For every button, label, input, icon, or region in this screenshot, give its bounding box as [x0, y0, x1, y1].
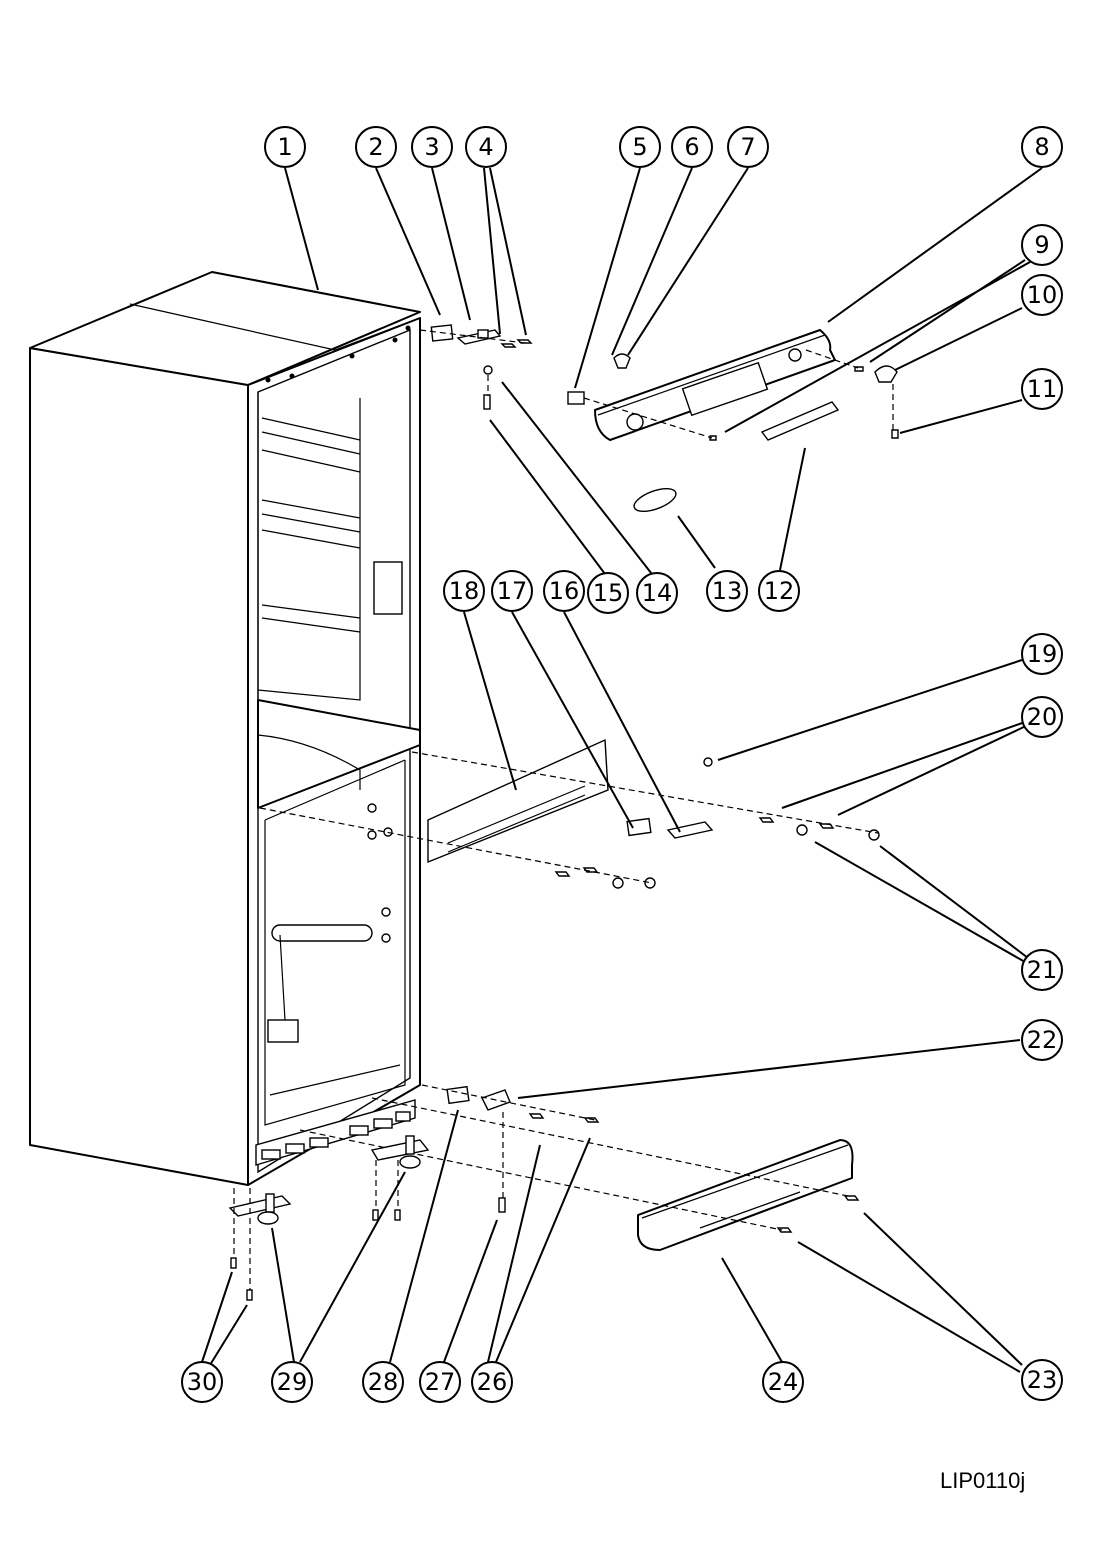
svg-text:5: 5	[632, 133, 647, 161]
callout-1: 1	[264, 126, 306, 168]
svg-text:2: 2	[368, 133, 383, 161]
svg-text:30: 30	[187, 1368, 218, 1396]
callout-2: 2	[355, 126, 397, 168]
svg-text:1: 1	[277, 133, 292, 161]
callout-15: 15	[587, 572, 629, 614]
svg-text:29: 29	[277, 1368, 308, 1396]
svg-text:11: 11	[1027, 375, 1058, 403]
svg-text:22: 22	[1027, 1026, 1058, 1054]
svg-text:12: 12	[764, 577, 795, 605]
svg-text:17: 17	[497, 577, 528, 605]
callout-19: 19	[1021, 633, 1063, 675]
svg-text:21: 21	[1027, 956, 1058, 984]
callout-28: 28	[362, 1361, 404, 1403]
svg-text:15: 15	[593, 579, 624, 607]
callout-11: 11	[1021, 368, 1063, 410]
callout-22: 22	[1021, 1019, 1063, 1061]
callout-12: 12	[758, 570, 800, 612]
middle-hinge-assembly	[259, 738, 880, 889]
svg-text:7: 7	[740, 133, 755, 161]
callout-10: 10	[1021, 274, 1063, 316]
callout-14: 14	[636, 572, 678, 614]
callout-16: 16	[543, 570, 585, 612]
callout-20: 20	[1021, 696, 1063, 738]
callout-6: 6	[671, 126, 713, 168]
svg-text:16: 16	[549, 577, 580, 605]
svg-text:28: 28	[368, 1368, 399, 1396]
svg-text:19: 19	[1027, 640, 1058, 668]
svg-text:20: 20	[1027, 703, 1058, 731]
callout-8: 8	[1021, 126, 1063, 168]
callout-17: 17	[491, 570, 533, 612]
callout-5: 5	[619, 126, 661, 168]
callout-30: 30	[181, 1361, 223, 1403]
svg-text:23: 23	[1027, 1366, 1058, 1394]
callout-18: 18	[443, 570, 485, 612]
callout-4: 4	[465, 126, 507, 168]
callout-27: 27	[419, 1361, 461, 1403]
svg-text:26: 26	[477, 1368, 508, 1396]
svg-text:6: 6	[684, 133, 699, 161]
callout-26: 26	[471, 1361, 513, 1403]
refrigerator-cabinet	[29, 271, 421, 1186]
callout-24: 24	[762, 1361, 804, 1403]
callout-21: 21	[1021, 949, 1063, 991]
top-trim-assembly	[567, 329, 899, 513]
svg-text:8: 8	[1034, 133, 1049, 161]
svg-text:3: 3	[424, 133, 439, 161]
svg-text:24: 24	[768, 1368, 799, 1396]
callout-7: 7	[727, 126, 769, 168]
svg-text:10: 10	[1027, 281, 1058, 309]
lower-hinge-and-base	[228, 1084, 860, 1301]
callout-13: 13	[706, 570, 748, 612]
callout-9: 9	[1021, 224, 1063, 266]
callout-3: 3	[411, 126, 453, 168]
svg-text:13: 13	[712, 577, 743, 605]
callout-29: 29	[271, 1361, 313, 1403]
svg-text:14: 14	[642, 579, 673, 607]
svg-text:4: 4	[478, 133, 493, 161]
svg-text:27: 27	[425, 1368, 456, 1396]
leader-lines	[201, 167, 1043, 1373]
svg-text:18: 18	[449, 577, 480, 605]
drawing-code-label: LIP0110j	[940, 1468, 1026, 1493]
callout-23: 23	[1021, 1359, 1063, 1401]
upper-hinge-assembly	[419, 324, 533, 410]
svg-text:9: 9	[1034, 231, 1049, 259]
